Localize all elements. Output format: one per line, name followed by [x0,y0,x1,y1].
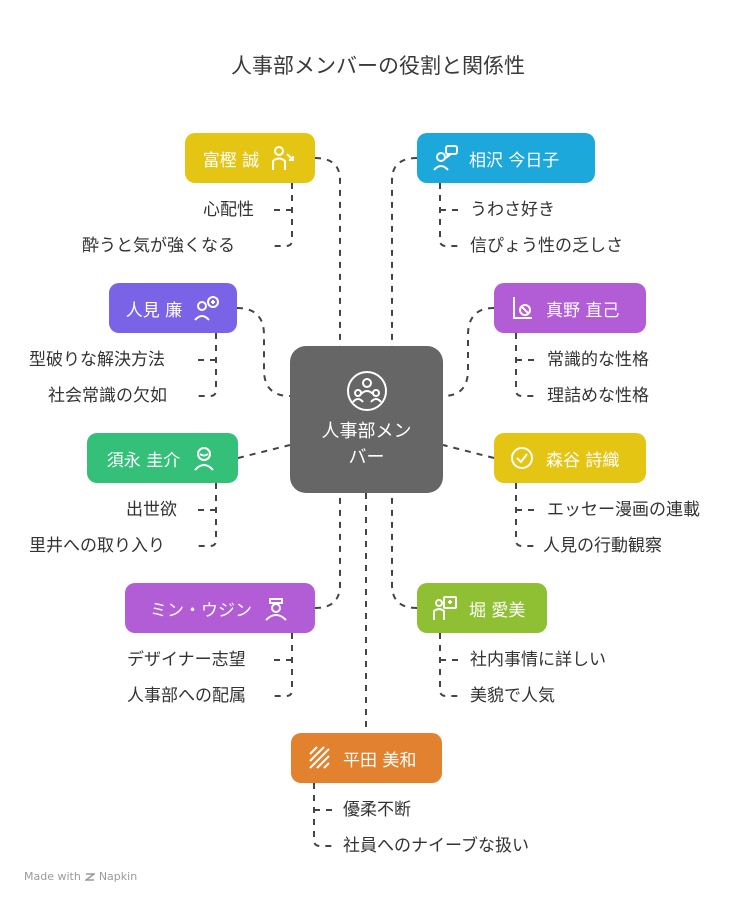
member-name: 富樫 誠 [202,150,260,171]
trait-min-2: 人事部への配属 [127,686,246,706]
talking-person-icon [433,145,458,171]
trait-hirata-1: 優柔不断 [343,800,411,820]
member-name: 堀 愛美 [469,600,526,621]
trait-tomigashi-2: 酔うと気が強くなる [82,236,235,256]
member-name: 真野 直己 [546,300,620,321]
footer-brand: Napkin [98,870,138,883]
observe-icon [511,447,533,469]
page-title: 人事部メンバーの役割と関係性 [231,54,525,78]
trait-min-1: デザイナー志望 [127,650,246,670]
logic-icon [513,297,532,319]
trait-hori-2: 美貌で人気 [470,686,555,706]
member-name: 人見 廉 [125,300,183,321]
trait-hori-1: 社内事情に詳しい [470,650,606,670]
group-people-icon [346,370,387,411]
thinking-person-icon [194,296,220,321]
indecisive-icon [309,746,330,769]
member-name: 森谷 詩織 [546,450,620,471]
member-node-min[interactable]: ミン・ウジン [125,583,315,633]
member-node-tomigashi[interactable]: 富樫 誠 [185,133,315,183]
footer-made-with: Made with [24,870,81,883]
member-name: 相沢 今日子 [469,150,560,171]
member-node-hirata[interactable]: 平田 美和 [291,733,442,783]
trait-moriya-2: 人見の行動観察 [543,536,662,556]
center-node[interactable]: 人事部メン バー [290,346,443,493]
trait-hitomi-1: 型破りな解決方法 [29,350,165,370]
center-label-line2: バー [348,446,385,468]
trait-tomigashi-1: 心配性 [203,200,254,220]
trait-mano-1: 常識的な性格 [547,350,649,370]
worried-person-icon [272,146,295,170]
trait-aizawa-1: うわさ好き [470,200,555,220]
member-node-moriya[interactable]: 森谷 詩織 [494,433,646,483]
trait-suga-1: 出世欲 [126,500,177,520]
trait-moriya-1: エッセー漫画の連載 [547,500,700,520]
trait-suga-2: 里井への取り入り [29,536,165,556]
trait-hirata-2: 社員へのナイーブな扱い [343,836,529,856]
member-node-hitomi[interactable]: 人見 廉 [109,283,237,333]
member-name: ミン・ウジン [150,600,252,621]
designer-icon [265,598,287,621]
center-label-line1: 人事部メン [321,420,412,442]
member-name: 平田 美和 [343,750,417,771]
trait-aizawa-2: 信ぴょう性の乏しさ [470,236,623,256]
member-node-hori[interactable]: 堀 愛美 [417,583,547,633]
member-node-aizawa[interactable]: 相沢 今日子 [417,133,595,183]
trait-hitomi-2: 社会常識の欠如 [48,386,167,406]
ambitious-person-icon [194,447,214,471]
member-node-mano[interactable]: 真野 直己 [494,283,646,333]
napkin-logo-icon [84,872,95,881]
presenter-icon [433,596,457,620]
trait-mano-2: 理詰めな性格 [547,386,649,406]
footer-credit: Made with Napkin [24,870,137,883]
member-node-suga[interactable]: 須永 圭介 [87,433,238,483]
member-name: 須永 圭介 [106,450,181,471]
